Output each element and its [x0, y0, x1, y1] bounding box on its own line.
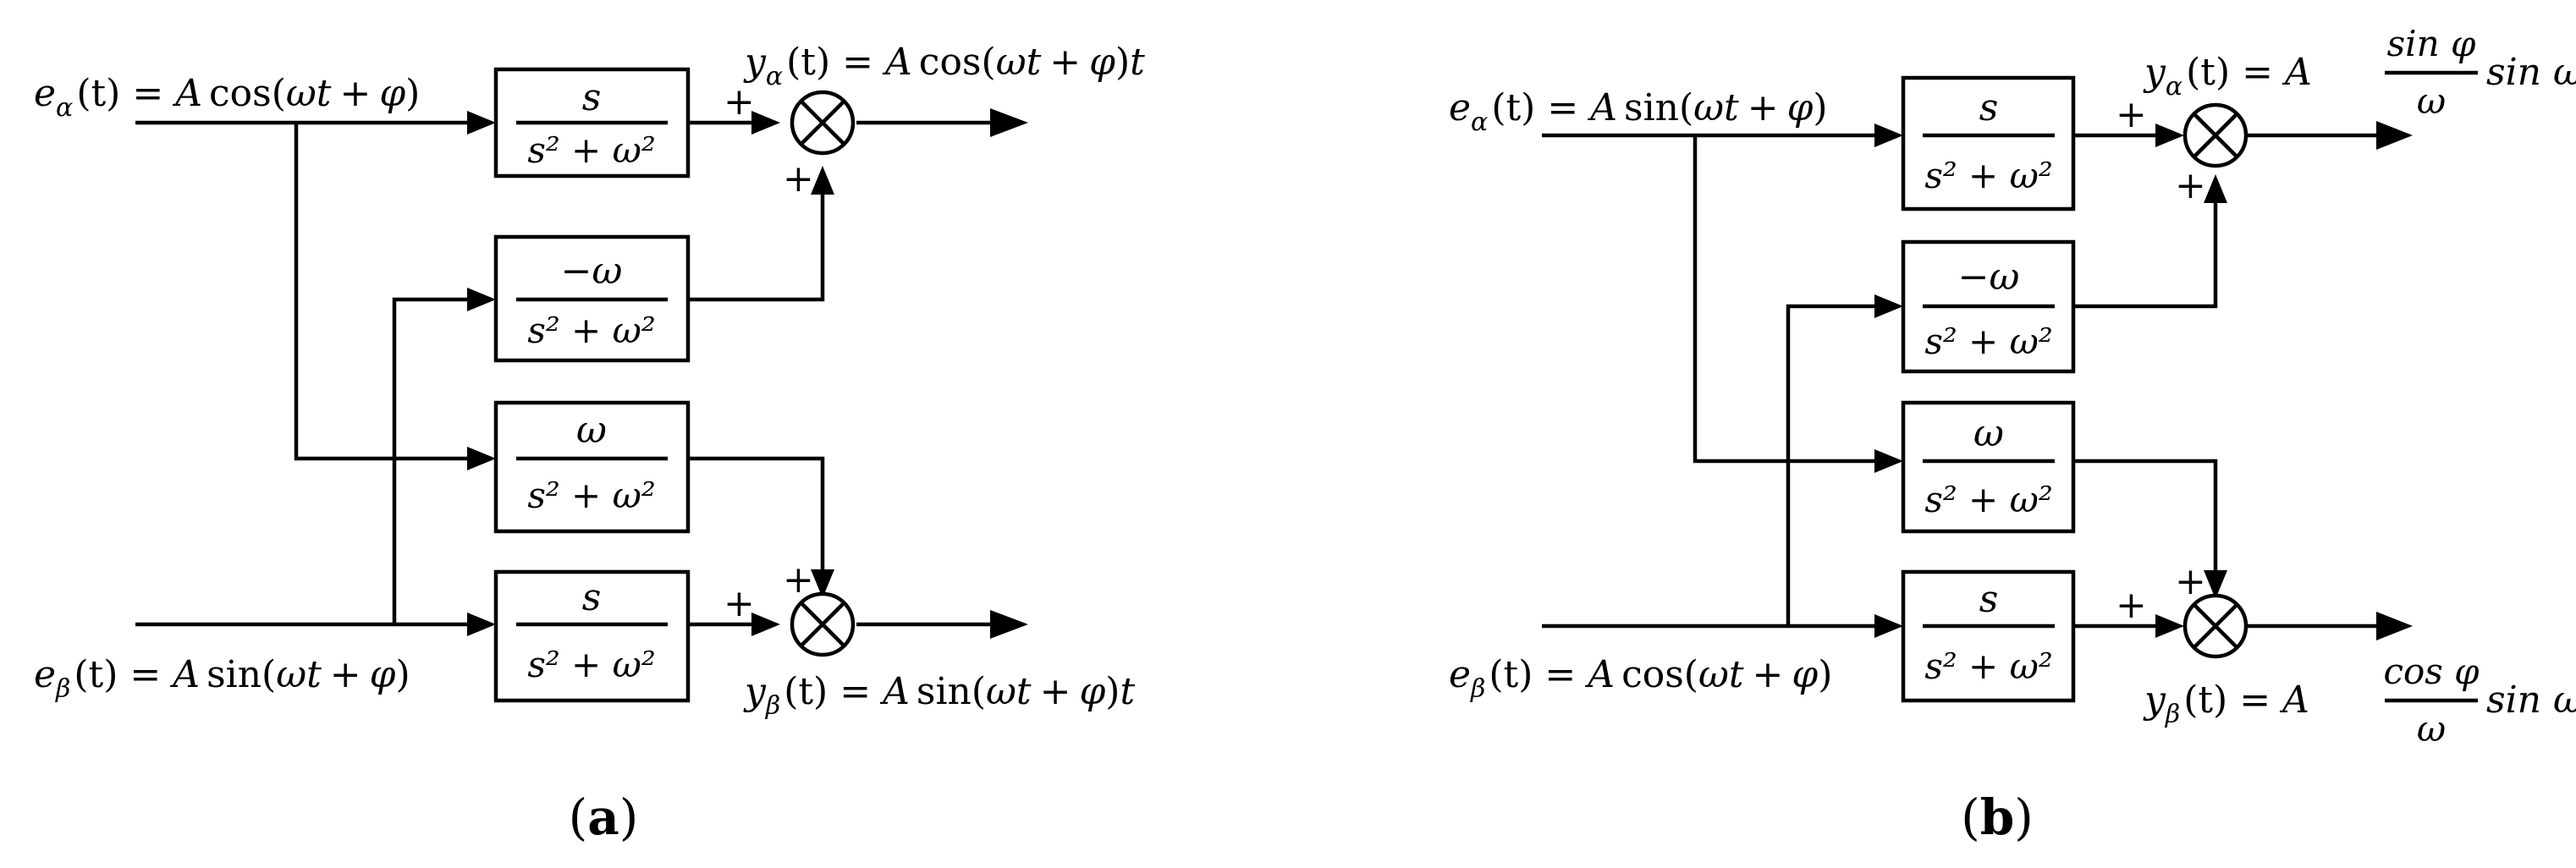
svg-text:ω: ω: [2417, 80, 2446, 122]
panel-b-block-3: ω s² + ω²: [1901, 400, 2076, 534]
svg-text:s: s: [1979, 578, 1999, 621]
panel-b-sum-beta: [2182, 593, 2248, 659]
panel-b: s s² + ω² −ω s² + ω² ω s² + ω² s s² + ω²: [1449, 23, 2576, 846]
svg-text:s² + ω²: s² + ω²: [1924, 321, 2052, 362]
svg-text:ω: ω: [1973, 412, 2004, 455]
panel-b-wires: [1542, 133, 2376, 629]
panel-b-caption: (b): [1961, 788, 2034, 846]
svg-text:cos φ: cos φ: [2383, 651, 2480, 692]
panel-b-block-2: −ω s² + ω²: [1901, 239, 2076, 374]
panel-b-sign-alpha-bottom: +: [2175, 164, 2206, 207]
panel-a: s s² + ω² −ω s² + ω² ω s² + ω² s s² + ω²: [34, 41, 1145, 846]
svg-text:s² + ω²: s² + ω²: [527, 310, 655, 351]
panel-b-arrowheads: [1874, 121, 2413, 640]
panel-b-sign-beta-left: +: [2116, 584, 2147, 627]
svg-text:s² + ω²: s² + ω²: [1924, 155, 2052, 196]
panel-a-arrowheads: [467, 108, 1028, 639]
svg-text:yβ(t)=A: yβ(t)=A: [2143, 678, 2309, 729]
svg-text:s² + ω²: s² + ω²: [527, 129, 655, 171]
panel-b-output-beta-label: yβ(t)=A cos φ ω sin ωt: [2143, 651, 2576, 750]
svg-text:−ω: −ω: [561, 250, 623, 293]
svg-text:sin φ: sin φ: [2387, 23, 2476, 64]
panel-b-sign-beta-top: +: [2175, 560, 2206, 603]
svg-text:−ω: −ω: [1958, 255, 2020, 299]
svg-text:s: s: [582, 576, 602, 619]
svg-text:yα(t)=A: yα(t)=A: [2143, 51, 2312, 102]
panel-a-block-3: ω s² + ω²: [493, 400, 691, 534]
svg-text:sin ωt: sin ωt: [2486, 51, 2576, 94]
panel-b-sign-alpha-left: +: [2116, 93, 2147, 136]
panel-a-block-2: −ω s² + ω²: [493, 234, 691, 363]
panel-a-sign-beta-top: +: [783, 558, 814, 602]
panel-a-caption: (a): [569, 788, 639, 846]
svg-text:s: s: [1979, 86, 1999, 129]
panel-a-block-4: s s² + ω²: [493, 569, 691, 703]
panel-a-sum-beta: [790, 591, 856, 657]
panel-b-sum-alpha: [2182, 102, 2248, 168]
panel-b-block-4: s s² + ω²: [1901, 569, 2076, 703]
panel-a-sign-alpha-bottom: +: [783, 157, 814, 201]
svg-text:s² + ω²: s² + ω²: [1924, 479, 2052, 520]
svg-text:s² + ω²: s² + ω²: [527, 475, 655, 516]
panel-a-sign-alpha-left: +: [724, 80, 755, 124]
panel-b-output-alpha-label: yα(t)=A sin φ ω sin ωt: [2143, 23, 2576, 122]
svg-text:s² + ω²: s² + ω²: [1924, 646, 2052, 687]
svg-text:ω: ω: [576, 409, 607, 452]
panel-a-wires: [135, 120, 990, 627]
svg-text:ω: ω: [2417, 708, 2446, 750]
svg-text:sin ωt: sin ωt: [2486, 678, 2576, 722]
panel-a-sign-beta-left: +: [724, 582, 755, 625]
svg-text:s² + ω²: s² + ω²: [527, 644, 655, 685]
panel-b-block-1: s s² + ω²: [1901, 75, 2076, 212]
panel-a-sum-alpha: [790, 90, 856, 156]
svg-text:s: s: [582, 76, 602, 119]
panel-a-block-1: s s² + ω²: [493, 67, 691, 179]
